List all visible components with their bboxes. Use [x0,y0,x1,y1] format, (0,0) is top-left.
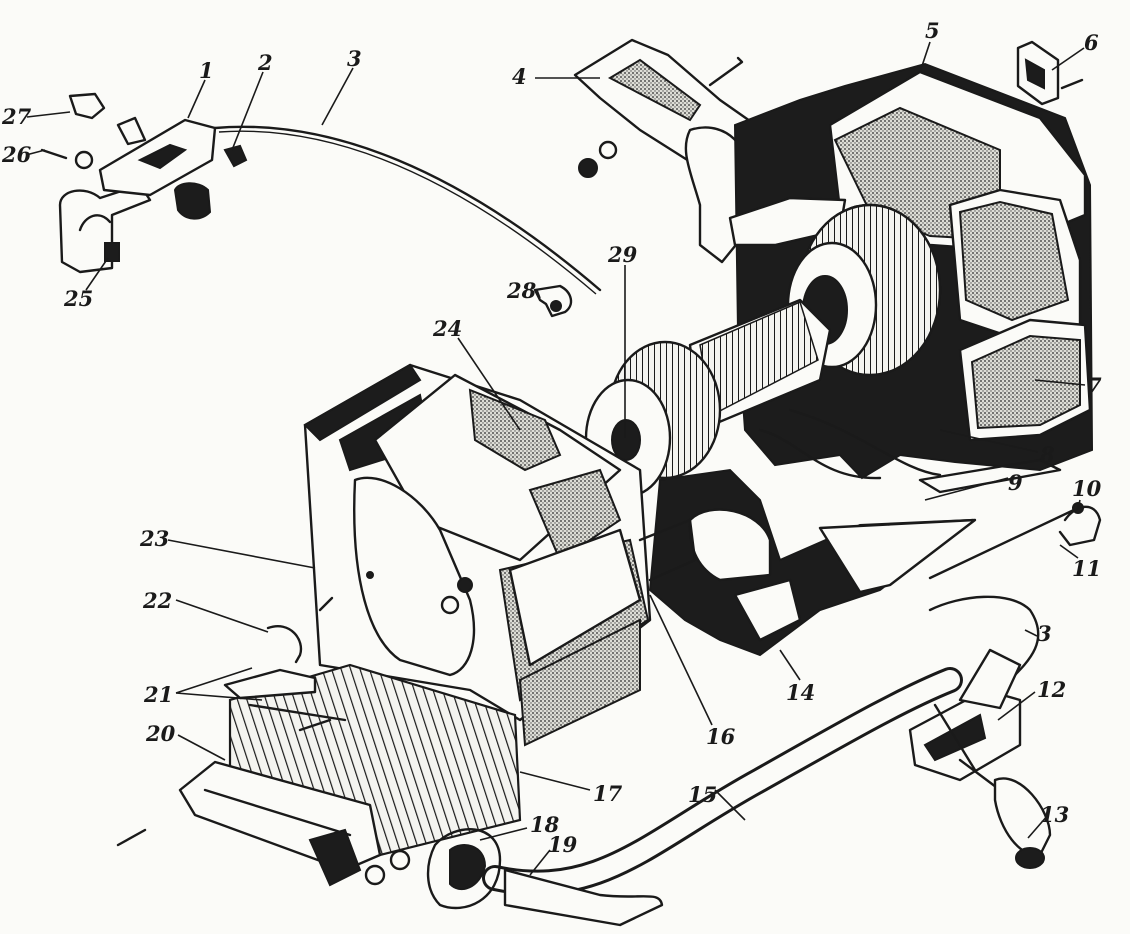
control-lever-assembly [40,92,217,274]
clip-2 [223,144,248,168]
callout-13: 13 [1040,802,1069,827]
control-cable-upper [213,125,602,292]
leader-lines [25,41,1086,876]
control-cable-lower [928,595,1040,682]
base-plate [648,468,977,657]
callout-7: 7 [1087,373,1102,398]
callout-29: 29 [607,242,638,267]
rod-and-clip [928,502,1102,580]
callout-23: 23 [139,526,169,551]
callout-6: 6 [1084,30,1099,55]
callout-18: 18 [530,812,560,837]
callout-16: 16 [706,724,736,749]
callout-12: 12 [1037,677,1066,702]
callout-3-upper: 3 [347,46,362,71]
callout-17: 17 [593,781,623,806]
blower-motor-and-impellers [584,203,942,498]
callout-14: 14 [786,680,815,705]
callout-9: 9 [1008,470,1023,495]
callout-22: 22 [142,588,172,613]
callout-8: 8 [1039,442,1055,467]
callout-28: 28 [506,278,537,303]
heater-core [178,663,522,887]
callout-15: 15 [688,782,717,807]
callout-1: 1 [199,58,214,83]
callout-25: 25 [63,286,93,311]
callout-4: 4 [512,64,527,89]
callout-2: 2 [257,50,273,75]
fasteners-left [116,571,374,847]
control-cable-upper-core [218,130,597,295]
callout-27: 27 [1,104,32,129]
callout-5: 5 [925,18,940,43]
callout-24: 24 [432,316,462,341]
callout-11: 11 [1072,556,1101,581]
callout-10: 10 [1072,476,1102,501]
callout-19: 19 [548,832,578,857]
callout-labels: 1 2 3 3 4 5 6 7 8 9 10 11 12 13 14 15 16… [1,18,1102,857]
housing-left-half [303,363,697,747]
water-valve [908,648,1052,869]
callout-20: 20 [145,721,176,746]
callout-3-lower: 3 [1037,621,1052,646]
bracket-6 [1016,40,1084,106]
housing-right-half [728,62,1094,494]
callout-21: 21 [143,682,173,707]
callout-26: 26 [1,142,32,167]
hose-assembly [426,667,963,927]
